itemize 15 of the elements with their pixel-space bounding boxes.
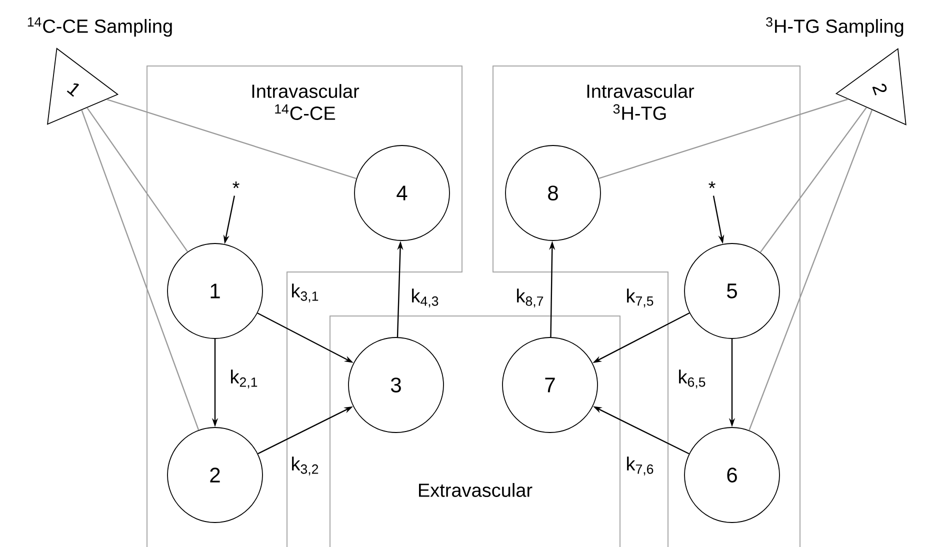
asterisk: * — [232, 181, 240, 188]
compartment-title: Intravascular $^{3}$H-TG — [587, 84, 694, 120]
asterisk: * — [708, 181, 716, 188]
sampling-heading: $^{14}$C-CE Sampling — [28, 17, 172, 37]
edge-label: k$_{7,6}$ — [624, 456, 656, 476]
edge-label: k$_{6,5}$ — [676, 368, 708, 390]
edge-label: k$_{4,3}$ — [410, 288, 440, 308]
sampling-heading: $^{3}$H-TG Sampling — [766, 17, 904, 37]
compartment-title: Intravascular $^{14}$C-CE — [252, 84, 360, 120]
edge-label: k$_{7,5}$ — [624, 288, 656, 308]
compartment-title: Extravascular — [419, 483, 532, 497]
edge-label: k$_{3,1}$ — [290, 282, 320, 304]
edge-label: k$_{3,2}$ — [290, 456, 320, 476]
edge-label: k$_{2,1}$ — [228, 368, 260, 390]
edge-label: k$_{8,7}$ — [514, 288, 546, 308]
